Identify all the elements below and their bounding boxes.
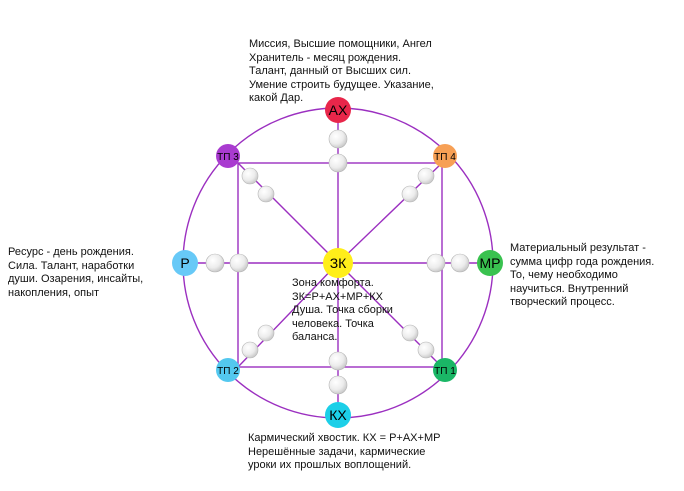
node-r-circle [172, 250, 198, 276]
text-line: научиться. Внутренний [510, 282, 629, 295]
bead [257, 185, 275, 203]
node-kx: КХ [325, 402, 351, 428]
text-line: Миссия, Высшие помощники, Ангел [249, 38, 432, 50]
karmic-tail-description: Кармический хвостик. КХ = Р+АХ+МР Нерешё… [248, 432, 440, 473]
bead [257, 324, 275, 342]
bead [417, 341, 435, 359]
node-kx-label: КХ [329, 407, 347, 423]
node-ax-label: АХ [329, 102, 348, 118]
node-tp4-label: ТП 4 [434, 152, 456, 163]
text-line: Сила. Талант, наработки [8, 259, 135, 272]
node-r: Р [172, 250, 198, 276]
bead [328, 351, 348, 371]
text-line: ЗК=Р+АХ+МР+КХ [292, 290, 384, 303]
node-mr: МР [477, 250, 503, 276]
node-tp3-circle [216, 144, 240, 168]
node-tp4-circle [433, 144, 457, 168]
bead [229, 253, 249, 273]
text-line: человека. Точка [292, 317, 374, 330]
text-line: души. Озарения, инсайты, [8, 273, 144, 285]
text-line: То, чему необходимо [510, 269, 618, 281]
bead [450, 253, 470, 273]
text-line: Кармический хвостик. КХ = Р+АХ+МР [248, 432, 441, 444]
bead [426, 253, 446, 273]
text-line: какой Дар. [249, 92, 304, 104]
node-zk: ЗК [323, 248, 353, 278]
text-line: Талант, данный от Высших сил. [249, 65, 412, 77]
node-tp3-label: ТП 3 [217, 152, 239, 163]
node-tp1-label: ТП 1 [434, 366, 456, 377]
node-tp2: ТП 2 [216, 358, 240, 382]
node-r-label: Р [180, 255, 189, 271]
bead [205, 253, 225, 273]
node-ax-circle [325, 97, 351, 123]
text-line: творческий процесс. [510, 296, 615, 308]
node-tp2-circle [216, 358, 240, 382]
text-line: Хранитель - месяц рождения. [249, 51, 402, 64]
node-zk-label: ЗК [330, 255, 347, 271]
material-result-description: Материальный результат - сумма цифр года… [510, 242, 654, 310]
node-zk-circle [323, 248, 353, 278]
text-line: накопления, опыт [8, 286, 100, 299]
bead [401, 324, 419, 342]
bead [328, 129, 348, 149]
bead [328, 375, 348, 395]
text-line: Нерешённые задачи, кармические [248, 445, 426, 458]
bead [241, 341, 259, 359]
node-tp2-label: ТП 2 [217, 366, 239, 377]
comfort-zone-description: Зона комфорта. ЗК=Р+АХ+МР+КХ Душа. Точка… [292, 277, 393, 345]
resource-description: Ресурс - день рождения. Сила. Талант, на… [8, 246, 143, 300]
node-kx-circle [325, 402, 351, 428]
text-line: уроки их прошлых воплощений. [248, 459, 412, 471]
bead [401, 185, 419, 203]
node-mr-label: МР [480, 255, 501, 271]
mission-description: Миссия, Высшие помощники, Ангел Хранител… [249, 38, 434, 106]
bead [328, 153, 348, 173]
text-line: Ресурс - день рождения. [8, 246, 134, 258]
bead [417, 167, 435, 185]
text-line: Зона комфорта. [292, 277, 374, 289]
text-line: Душа. Точка сборки [292, 304, 393, 316]
text-line: сумма цифр года рождения. [510, 255, 655, 268]
text-line: баланса. [292, 331, 338, 343]
node-tp4: ТП 4 [433, 144, 457, 168]
node-mr-circle [477, 250, 503, 276]
text-line: Умение строить будущее. Указание, [249, 78, 434, 91]
bead [241, 167, 259, 185]
node-tp1-circle [433, 358, 457, 382]
node-ax: АХ [325, 97, 351, 123]
node-tp1: ТП 1 [433, 358, 457, 382]
text-line: Материальный результат - [510, 242, 646, 254]
node-tp3: ТП 3 [216, 144, 240, 168]
